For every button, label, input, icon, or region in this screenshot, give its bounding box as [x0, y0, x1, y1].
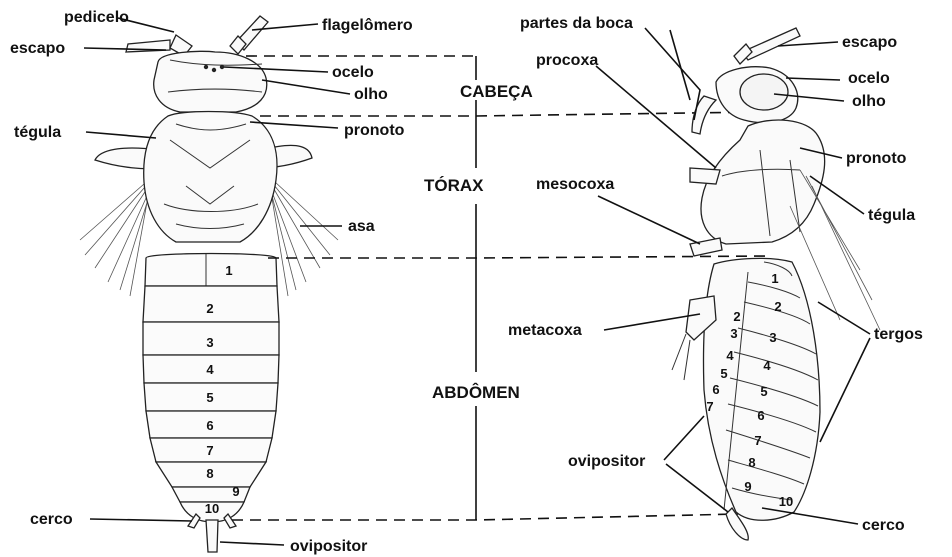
region-labels: CABEÇA TÓRAX ABDÔMEN	[424, 82, 533, 402]
label-scape-dorsal: escapo	[10, 40, 65, 57]
label-eye-dorsal: olho	[354, 86, 388, 103]
label-flagellomere: flagelômero	[322, 17, 413, 34]
label-mouthparts: partes da boca	[520, 15, 633, 32]
dorsal-segment-10: 10	[205, 501, 219, 516]
lateral-tergite-3: 3	[769, 330, 776, 345]
label-pronotum-lateral: pronoto	[846, 150, 907, 167]
lateral-tergite-8: 8	[748, 455, 755, 470]
lateral-sternite-4: 4	[726, 348, 734, 363]
label-tegula-lateral: tégula	[868, 207, 915, 224]
label-mesocoxa: mesocoxa	[536, 176, 614, 193]
label-head-region: CABEÇA	[460, 82, 533, 101]
lateral-sternite-6: 6	[712, 382, 719, 397]
lateral-eye	[740, 74, 788, 110]
lateral-abdomen	[672, 258, 820, 540]
label-scape-lateral: escapo	[842, 34, 897, 51]
lateral-tergite-5: 5	[760, 384, 767, 399]
lateral-sternite-5: 5	[720, 366, 727, 381]
label-pronotum-dorsal: pronoto	[344, 122, 405, 139]
label-ovipositor-lateral: ovipositor	[568, 453, 645, 470]
label-cercus-dorsal: cerco	[30, 511, 73, 528]
lateral-tergite-4: 4	[763, 358, 771, 373]
dorsal-segment-5: 5	[206, 390, 213, 405]
label-procoxa: procoxa	[536, 52, 598, 69]
dorsal-segment-9: 9	[232, 484, 239, 499]
lateral-tergite-10: 10	[779, 494, 793, 509]
dorsal-segment-8: 8	[206, 466, 213, 481]
lateral-tergite-1: 1	[771, 271, 778, 286]
dorsal-segment-1: 1	[225, 263, 232, 278]
lateral-tergite-7: 7	[754, 433, 761, 448]
label-ocellus-dorsal: ocelo	[332, 64, 374, 81]
label-abdomen-region: ABDÔMEN	[432, 383, 520, 402]
dorsal-segment-2: 2	[206, 301, 213, 316]
label-ovipositor-dorsal: ovipositor	[290, 538, 367, 555]
lateral-sternite-2: 2	[733, 309, 740, 324]
lateral-tergite-9: 9	[744, 479, 751, 494]
label-thorax-region: TÓRAX	[424, 176, 484, 195]
lateral-thorax	[701, 120, 825, 244]
lateral-view: 1 2 3 4 5 6 7 8 9 10 2 3 4 5 6 7	[672, 28, 880, 540]
lateral-tergite-6: 6	[757, 408, 764, 423]
label-pedicel: pedicelo	[64, 9, 129, 26]
label-ocellus-lateral: ocelo	[848, 70, 890, 87]
label-cercus-lateral: cerco	[862, 517, 905, 534]
lateral-sternite-7: 7	[706, 399, 713, 414]
label-tegula-dorsal: tégula	[14, 124, 61, 141]
lateral-sternite-3: 3	[730, 326, 737, 341]
dorsal-segment-6: 6	[206, 418, 213, 433]
dorsal-view: 1 2 3 4 5 6 7 8 9 10	[80, 16, 338, 552]
label-tergites: tergos	[874, 326, 923, 343]
label-wing: asa	[348, 218, 375, 235]
dorsal-thorax	[144, 112, 277, 243]
dorsal-segment-7: 7	[206, 443, 213, 458]
lateral-procoxa	[690, 168, 720, 184]
dorsal-segment-4: 4	[206, 362, 214, 377]
lateral-tergite-2: 2	[774, 299, 781, 314]
dorsal-segment-3: 3	[206, 335, 213, 350]
label-eye-lateral: olho	[852, 93, 886, 110]
label-metacoxa: metacoxa	[508, 322, 582, 339]
